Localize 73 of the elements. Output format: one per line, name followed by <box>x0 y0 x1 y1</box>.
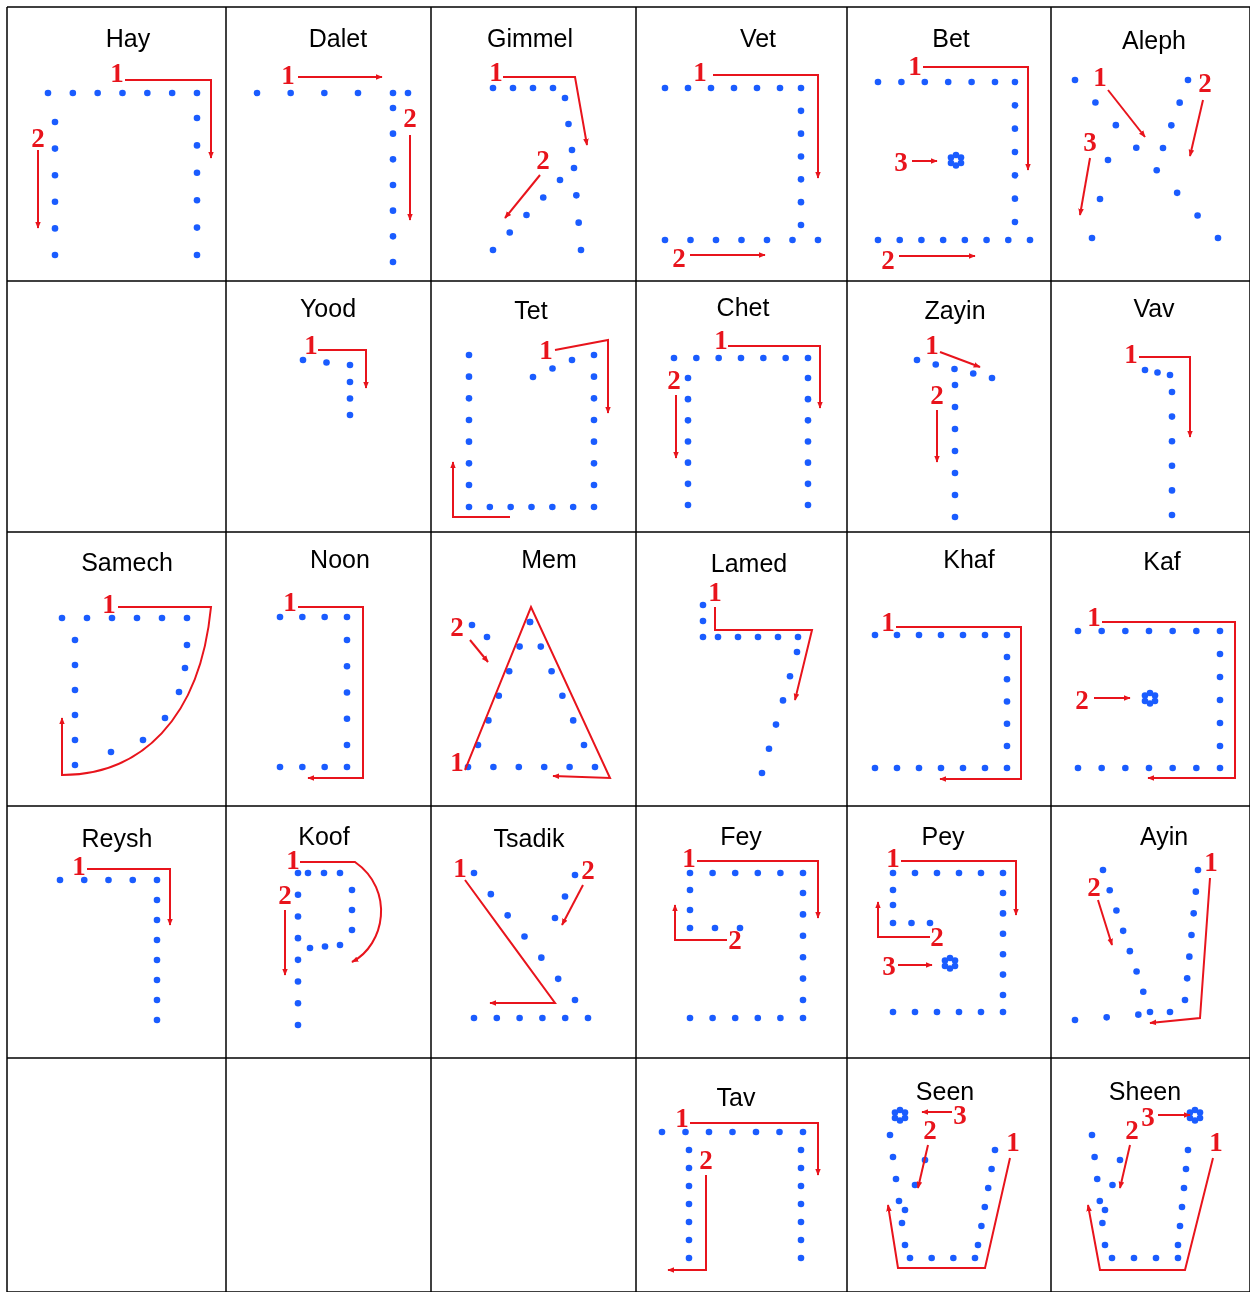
stroke-number: 2 <box>672 244 686 272</box>
letter-name: Mem <box>521 544 577 574</box>
stroke-number: 1 <box>286 846 300 874</box>
stroke-number: 2 <box>403 104 417 132</box>
stroke-number: 1 <box>925 331 939 359</box>
stroke-number: 2 <box>536 146 550 174</box>
letter-name: Tav <box>716 1082 756 1112</box>
letter-name: Dalet <box>308 23 368 53</box>
stroke-number: 1 <box>714 326 728 354</box>
stroke-number: 1 <box>708 578 722 606</box>
letter-name: Gimmel <box>486 23 574 53</box>
stroke-number: 1 <box>1093 63 1107 91</box>
letter-name: Chet <box>716 292 770 322</box>
stroke-number: 2 <box>1198 69 1212 97</box>
stroke-number: 3 <box>894 148 908 176</box>
stroke-number: 2 <box>1087 873 1101 901</box>
stroke-number: 2 <box>31 124 45 152</box>
stroke-number: 1 <box>539 336 553 364</box>
letter-name: Kaf <box>1143 546 1181 576</box>
letter-name: Koof <box>298 821 350 851</box>
letter-name: Samech <box>81 547 173 577</box>
stroke-number: 2 <box>930 381 944 409</box>
stroke-number: 2 <box>728 926 742 954</box>
stroke-number: 1 <box>886 844 900 872</box>
letter-name: Lamed <box>710 548 788 578</box>
stroke-number: 1 <box>1006 1128 1020 1156</box>
letter-name: Aleph <box>1122 25 1186 55</box>
stroke-number: 2 <box>278 881 292 909</box>
letter-name: Vav <box>1133 293 1175 323</box>
letter-name: Khaf <box>943 544 995 574</box>
stroke-number: 1 <box>304 331 318 359</box>
stroke-number: 2 <box>881 246 895 274</box>
stroke-number: 1 <box>1087 603 1101 631</box>
stroke-number: 1 <box>675 1104 689 1132</box>
stroke-number: 2 <box>581 856 595 884</box>
letter-name: Tsadik <box>493 823 565 853</box>
stroke-number: 3 <box>1141 1103 1155 1131</box>
stroke-number: 1 <box>1209 1128 1223 1156</box>
stroke-number: 1 <box>453 854 467 882</box>
stroke-number: 1 <box>881 608 895 636</box>
stroke-number: 2 <box>1075 686 1089 714</box>
letter-name: Reysh <box>81 823 153 853</box>
letter-name: Yood <box>299 293 357 323</box>
letter-name: Bet <box>932 23 970 53</box>
stroke-number: 2 <box>1125 1116 1139 1144</box>
letter-name: Zayin <box>924 295 986 325</box>
stroke-number: 2 <box>667 366 681 394</box>
stroke-number: 2 <box>450 613 464 641</box>
stroke-number: 1 <box>682 844 696 872</box>
letter-name: Vet <box>739 23 777 53</box>
stroke-number: 1 <box>102 590 116 618</box>
stroke-number: 2 <box>699 1146 713 1174</box>
stroke-number: 1 <box>489 58 503 86</box>
stroke-number: 1 <box>281 61 295 89</box>
letter-name: Pey <box>921 821 965 851</box>
stroke-number: 3 <box>882 952 896 980</box>
stroke-number: 1 <box>450 748 464 776</box>
stroke-number: 1 <box>693 58 707 86</box>
stroke-number: 3 <box>1083 128 1097 156</box>
letter-name: Sheen <box>1108 1076 1182 1106</box>
letter-name: Hay <box>105 23 151 53</box>
letter-name: Ayin <box>1139 821 1189 851</box>
stroke-number: 1 <box>283 588 297 616</box>
stroke-number: 1 <box>1124 340 1138 368</box>
letter-name: Fey <box>720 821 762 851</box>
stroke-number: 1 <box>110 59 124 87</box>
stroke-number: 2 <box>930 923 944 951</box>
letter-name: Noon <box>310 544 370 574</box>
stroke-number: 1 <box>908 52 922 80</box>
stroke-number: 1 <box>1204 848 1218 876</box>
stroke-number: 2 <box>923 1116 937 1144</box>
letter-name: Tet <box>514 295 548 325</box>
stroke-number: 1 <box>72 852 86 880</box>
